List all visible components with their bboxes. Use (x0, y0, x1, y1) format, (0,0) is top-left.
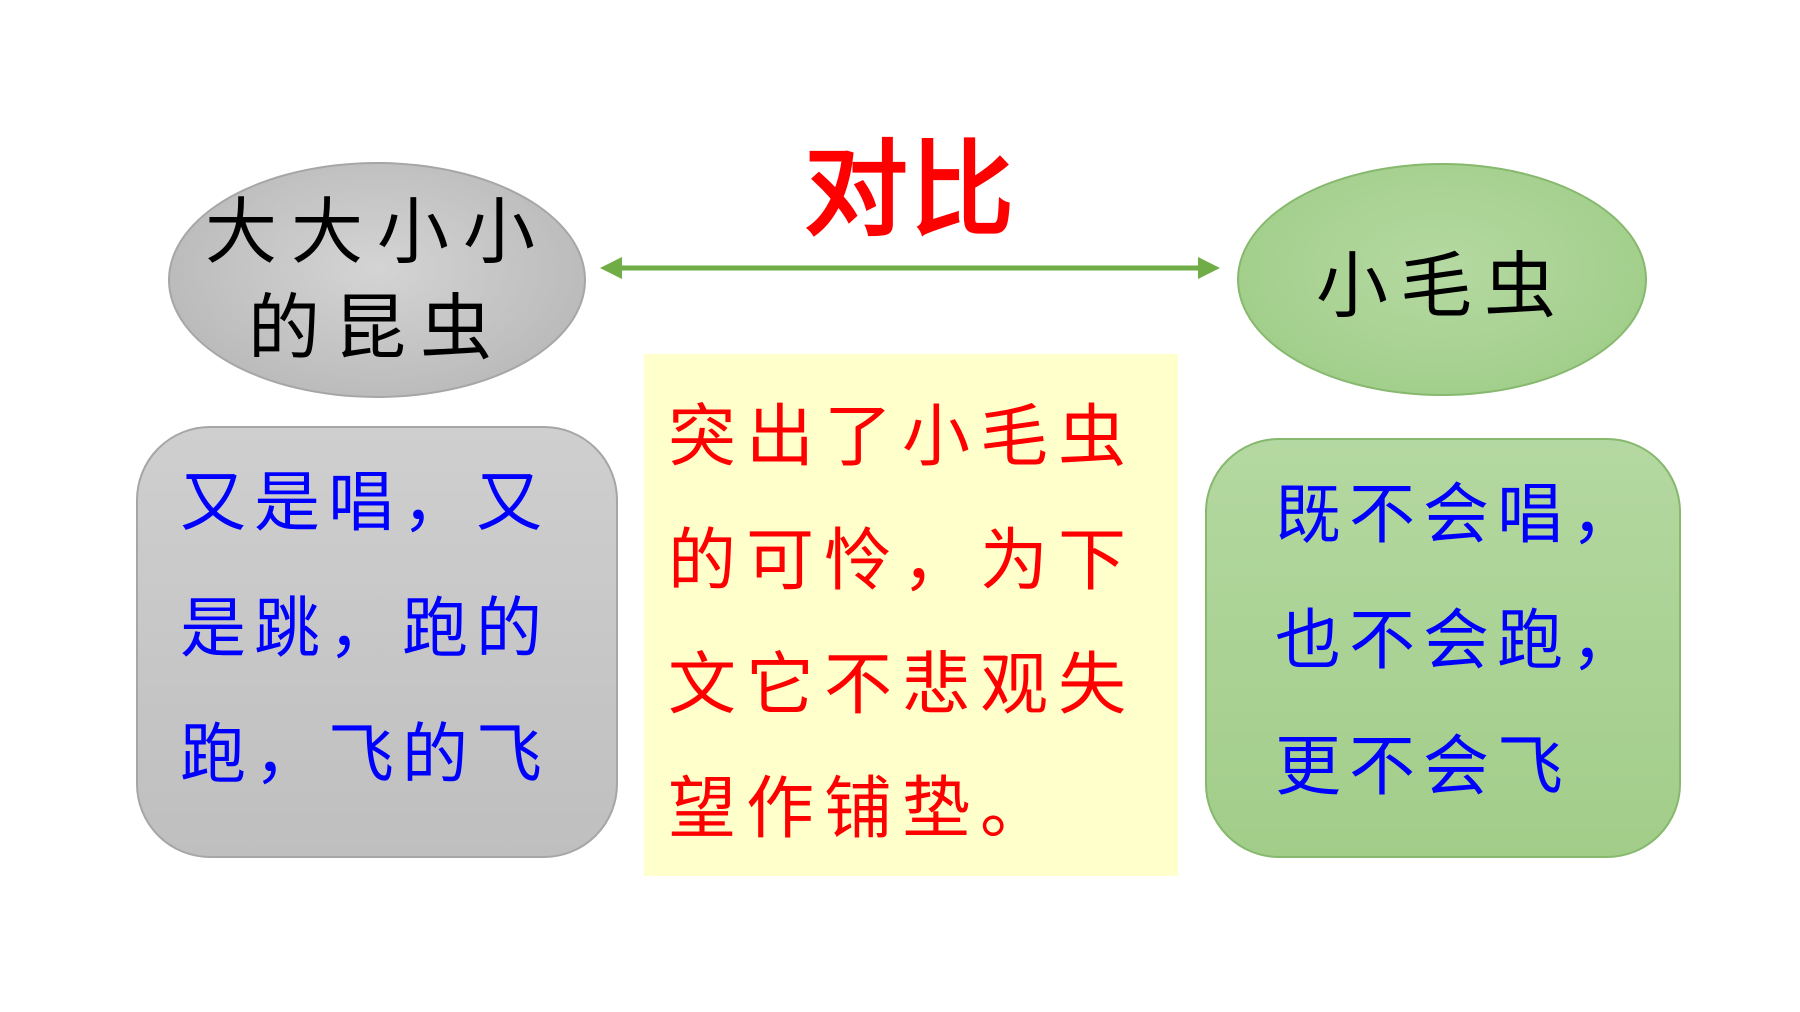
caterpillar-ellipse-text: 小毛虫 (1315, 244, 1568, 328)
insects-description-line-3: 跑，飞的飞 (180, 716, 550, 793)
insects-ellipse-line-1: 大大小小 (204, 190, 549, 274)
contrast-explanation-box: 突出了小毛虫 的可怜，为下 文它不悲观失 望作铺垫。 (644, 354, 1178, 876)
contrast-explanation-line-4: 望作铺垫。 (668, 770, 1059, 849)
double-headed-arrow-icon (600, 257, 1220, 279)
caterpillar-ellipse: 小毛虫 (1237, 163, 1647, 396)
insects-ellipse-line-2: 的昆虫 (247, 286, 506, 370)
insects-ellipse: 大大小小 的昆虫 (168, 162, 586, 398)
insects-ellipse-text: 大大小小 的昆虫 (205, 184, 549, 376)
contrast-explanation-line-2: 的可怜，为下 (668, 522, 1137, 601)
slide-title: 对比 (803, 129, 1016, 251)
insects-description-box: 又是唱，又 是跳，跑的 跑，飞的飞 (136, 426, 618, 858)
caterpillar-description-line-3: 更不会飞 (1275, 728, 1571, 805)
caterpillar-description-box: 既不会唱， 也不会跑， 更不会飞 (1205, 438, 1681, 858)
caterpillar-description-line-1: 既不会唱， (1275, 476, 1645, 553)
contrast-explanation-line-3: 文它不悲观失 (668, 646, 1137, 725)
contrast-explanation-line-1: 突出了小毛虫 (668, 398, 1137, 477)
insects-description-line-1: 又是唱，又 (180, 464, 550, 541)
insects-description-line-2: 是跳，跑的 (180, 590, 550, 667)
caterpillar-description-line-2: 也不会跑， (1275, 602, 1645, 679)
